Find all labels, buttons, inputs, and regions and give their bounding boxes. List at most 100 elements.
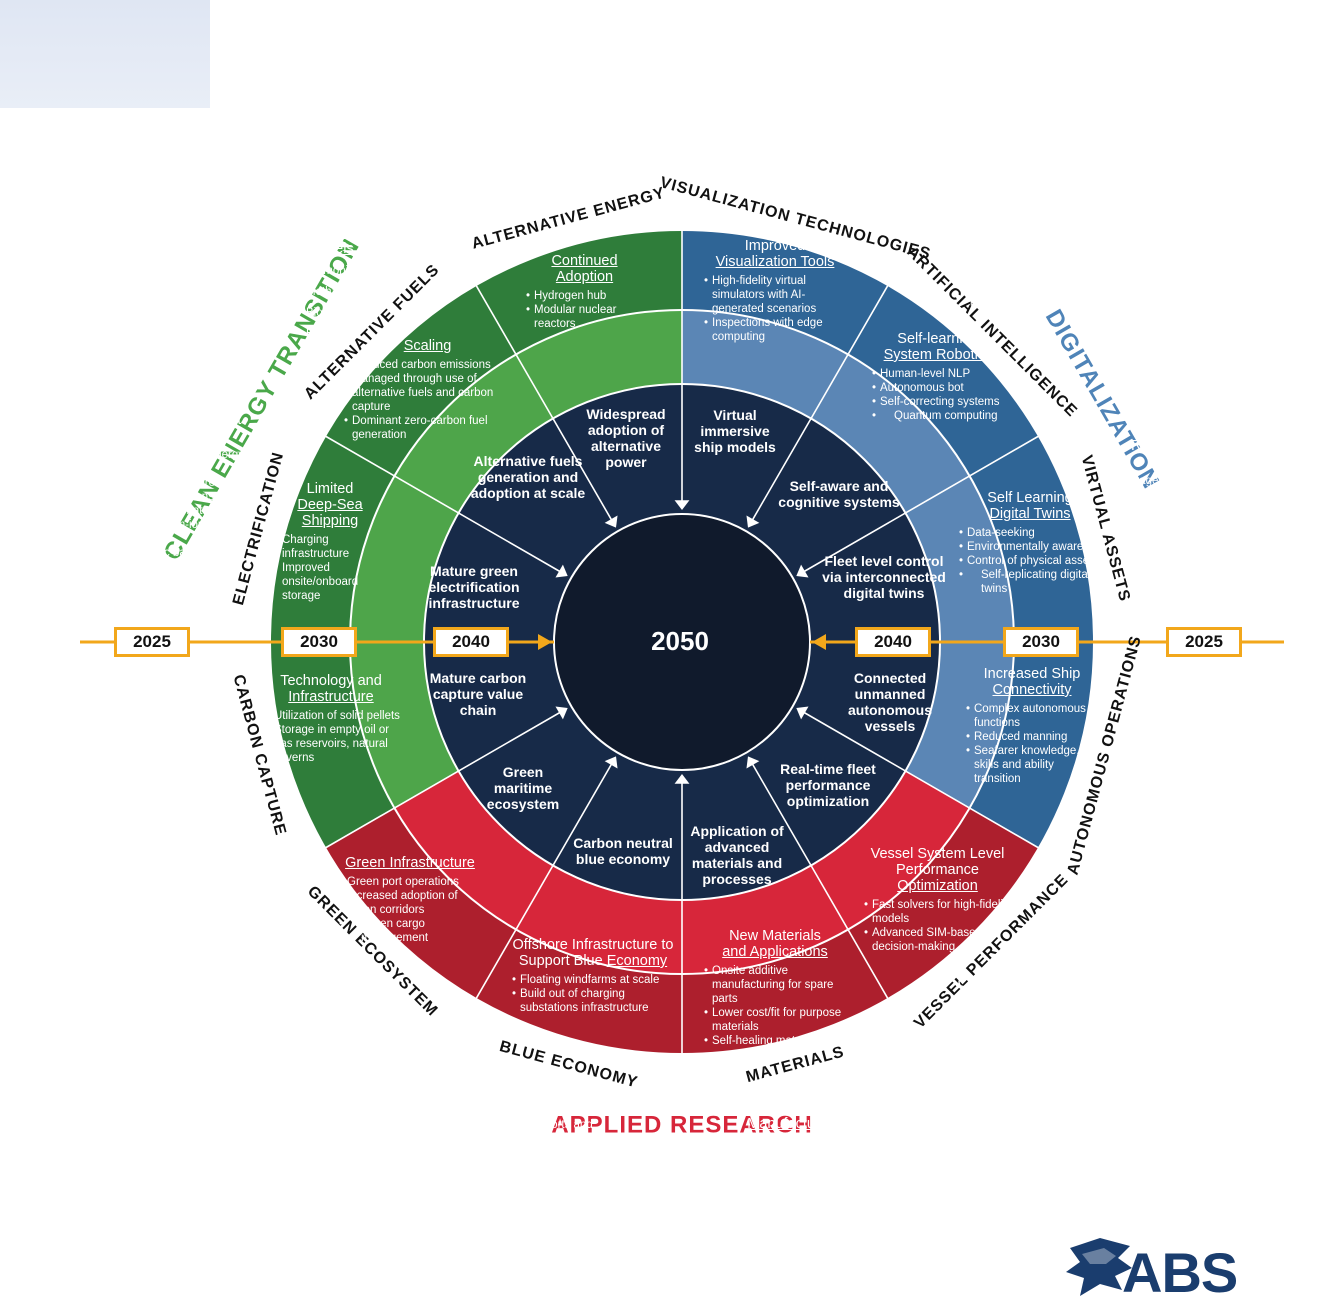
outer-alt-fuels-title: Testing and Early Adoption xyxy=(263,209,392,241)
outer-vessel-perf: Component Level Performance Optimization… xyxy=(953,975,1163,1039)
middle-ai-title-u: System Robotics xyxy=(883,347,993,363)
middle-green-ecosystem: Green Infrastructure Green port operatio… xyxy=(335,855,485,945)
year-2030-right: 2030 xyxy=(1003,627,1079,657)
corner-gradient xyxy=(0,0,210,108)
spoke-line xyxy=(748,757,889,1000)
list-item: Onsite additive manufacturing for spare … xyxy=(704,964,850,1006)
spoke-line xyxy=(475,284,616,527)
outer-blue-economy-title-u: of Ocean Space xyxy=(493,1098,597,1114)
list-item: Smart and autonomous functions xyxy=(1116,752,1262,780)
list-item: Dominant zero-carbon fuel generation xyxy=(344,414,515,442)
inner-electrification: Mature green electrification infrastruct… xyxy=(428,563,520,611)
list-item: Vessel operation xyxy=(244,1027,370,1041)
outer-alt-energy: Investigation/Early Adoption of Alternat… xyxy=(466,95,646,189)
list-item: Multiphysics/multi-domain optimization xyxy=(957,1011,1163,1025)
spoke-line xyxy=(324,435,567,576)
list-item: Hybrid systems xyxy=(492,161,646,175)
spoke-line xyxy=(324,708,567,849)
outer-green-ecosystem-title-u: Trending xyxy=(276,979,334,995)
list-item: Nuclear xyxy=(492,175,646,189)
inner-vis-tech: Virtual immersive ship models xyxy=(694,407,776,455)
outer-blue-economy-title: Diversified Use xyxy=(496,1082,594,1098)
inner-alt-fuels: Alternative fuels generation and adoptio… xyxy=(470,453,586,501)
outer-vessel-perf-title: Component Level Performance Optimization xyxy=(957,975,1159,1007)
outer-green-ecosystem-title: Green Vessel xyxy=(261,963,349,979)
spoke-arrow-icon xyxy=(746,756,760,769)
middle-autonomous-ops-title: Increased Ship xyxy=(983,666,1081,682)
spoke-arrow-icon xyxy=(746,515,760,528)
list-item: Complex autonomous functions xyxy=(966,702,1102,730)
inner-vessel-perf: Real-time fleet performance optimization xyxy=(780,761,876,809)
inner-ai: Self-aware and cognitive systems xyxy=(778,478,900,510)
middle-alt-energy-title: Continued Adoption xyxy=(551,253,618,285)
timeline-arrow-icon xyxy=(538,634,552,650)
list-item: Hydrogen hub xyxy=(526,289,647,303)
list-item: Self-healing materials xyxy=(704,1034,850,1048)
year-2040-left: 2040 xyxy=(433,627,509,657)
list-item: Self-correcting systems xyxy=(872,395,1008,409)
list-item: Fast solvers for high-fidelity models xyxy=(864,898,1015,926)
middle-blue-economy-title-u: Economy xyxy=(606,953,668,969)
middle-alt-energy: Continued Adoption Hydrogen hubModular n… xyxy=(522,253,647,331)
list-item: Hydrogen xyxy=(298,324,416,345)
middle-autonomous-ops-title-u: Connectivity xyxy=(992,682,1072,698)
list-item: Inspections with edge computing xyxy=(704,316,850,344)
list-item: Biofuels xyxy=(298,303,416,324)
spoke-arrow-icon xyxy=(555,564,568,578)
list-item: Vessel design and construction xyxy=(244,999,370,1027)
spoke-arrow-icon xyxy=(674,774,690,784)
middle-materials-title: New Materials xyxy=(729,928,821,944)
list-item: Conversation natural language processing… xyxy=(962,279,1133,307)
list-item: Windfarms xyxy=(459,1146,635,1160)
year-2040-right: 2040 xyxy=(855,627,931,657)
outer-materials-title-u: Manufacturing Methods xyxy=(747,1116,899,1132)
spoke-line xyxy=(475,757,616,1000)
list-item: Hydrogen fuel cells xyxy=(492,147,646,161)
middle-virtual-assets-title: Self Learning xyxy=(987,490,1073,506)
list-item: High magnesium steel xyxy=(722,1164,928,1178)
outer-carbon-capture-title: Research and xyxy=(127,688,219,704)
inner-materials: Application of advanced materials and pr… xyxy=(690,823,784,887)
list-item: Aquafarms xyxy=(459,1160,635,1174)
spoke-arrow-icon xyxy=(796,706,809,720)
timeline-arrow-icon xyxy=(812,634,826,650)
list-item: ML for edge computation xyxy=(962,265,1133,279)
list-item: Floating windfarms at scale xyxy=(512,973,678,987)
spoke-line xyxy=(797,435,1040,576)
list-item: Advanced SIM-based decision-making xyxy=(864,926,1015,954)
spoke-arrow-icon xyxy=(674,500,690,510)
inner-blue-economy: Carbon neutral blue economy xyxy=(573,835,673,867)
list-item: Quantum computing xyxy=(872,409,1008,423)
middle-carbon-capture-title: Technology and xyxy=(280,673,382,689)
outer-electrification: Utilization for Short Haul Onsite/onboar… xyxy=(115,412,245,560)
spoke-arrow-icon xyxy=(555,706,568,720)
outer-materials-title: New Materials xyxy=(777,1100,869,1116)
middle-vessel-perf-title: Vessel System Level Performance xyxy=(870,846,1005,878)
inner-alt-energy: Widespread adoption of alternative power xyxy=(586,406,666,470)
outer-virtual-assets-title: Realtime Vessel xyxy=(1131,438,1235,454)
list-item: Wave energy conversion xyxy=(459,1174,635,1188)
list-item: Ceramic batteries xyxy=(119,546,245,560)
middle-blue-economy: Offshore Infrastructure to Support Blue … xyxy=(508,937,678,1015)
ring-outer-red xyxy=(325,808,1039,1054)
outer-alt-fuels-title-u: of Alternative Fuels xyxy=(318,225,409,257)
list-item: Increased support activity with low orbi… xyxy=(1116,780,1262,808)
middle-blue-economy-title: Offshore Infrastructure to Support Blue xyxy=(512,937,674,969)
middle-ai-title: Self-learning xyxy=(897,331,979,347)
middle-electrification-title-u: Deep-Sea Shipping xyxy=(297,497,363,529)
list-item: Onsite/onboard portable carbon capture u… xyxy=(102,752,248,780)
list-item: Onsite additive manufacturing for non-cr… xyxy=(722,1136,928,1164)
outer-alt-fuels: Testing and Early Adoption of Alternativ… xyxy=(256,209,416,345)
eagle-logo-icon xyxy=(1066,1238,1132,1296)
list-item: Improved onsite/onboard storage xyxy=(274,561,390,603)
list-item: Virtual testing and commissioning xyxy=(957,1025,1163,1039)
middle-materials-title-u: and Applications xyxy=(722,944,828,960)
spoke-arrow-icon xyxy=(604,756,618,769)
